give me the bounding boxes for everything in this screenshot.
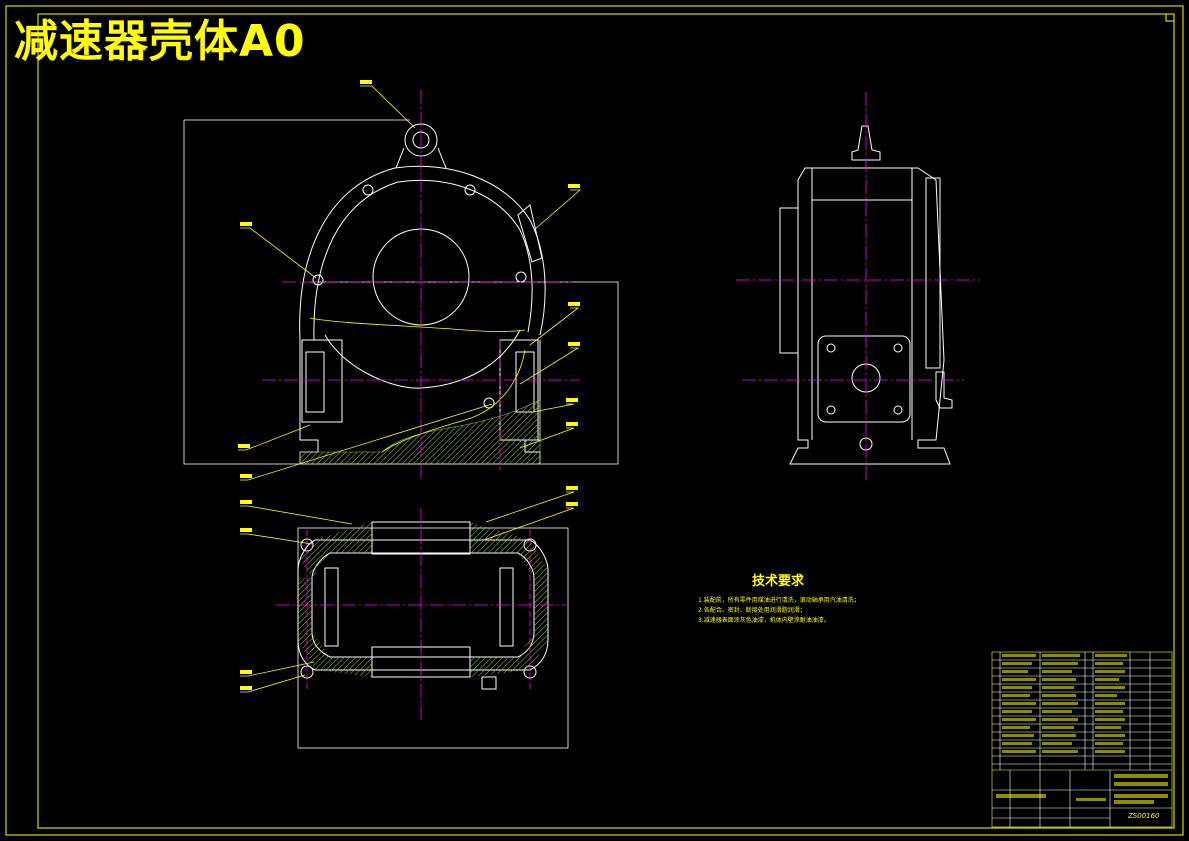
dimension-box [183, 120, 619, 465]
inner-frame [37, 13, 1175, 829]
side-bolt [826, 405, 836, 415]
side-boss-left [779, 207, 799, 354]
cover-bolt [464, 184, 476, 196]
gear-arc [324, 329, 521, 389]
lifting-eye-neck [395, 147, 447, 169]
plan-drain [481, 676, 497, 690]
drawing-title: 减速器壳体A0 [14, 16, 306, 67]
front-hatch-cover-joint [309, 317, 526, 332]
center-lines [262, 90, 980, 720]
cover-bolt [515, 271, 527, 283]
technical-requirements-title: 技术要求 [752, 574, 805, 589]
plan-outer-wall [297, 539, 549, 671]
leader-balloons [238, 80, 580, 690]
front-hatch-base [299, 399, 541, 465]
inspection-cover [517, 204, 543, 263]
plan-hatch-top [300, 522, 372, 578]
drawing-number: ZS00160 [1128, 812, 1160, 820]
side-view [779, 125, 953, 465]
plan-hatch-walls [298, 570, 548, 640]
side-flange-right [925, 177, 941, 369]
left-flange [301, 339, 343, 423]
leader-lines [238, 85, 582, 693]
cover-inner-arc [313, 179, 533, 341]
title-block [991, 651, 1173, 828]
corner-mark [1165, 13, 1175, 22]
side-oil-gauge [935, 371, 953, 409]
side-foot-pad [817, 335, 911, 423]
front-hatch-section-line [381, 349, 526, 453]
technical-note: 2.各配合、密封、联接处用润滑脂润滑； [698, 607, 806, 614]
cover-outline [299, 165, 546, 341]
front-view [183, 119, 619, 465]
side-bolt [893, 405, 903, 415]
technical-note: 3.减速器表面涂灰色油漆，机体内壁涂耐油油漆。 [698, 617, 830, 624]
cover-bolt [312, 274, 324, 286]
title-block-fill [996, 654, 1168, 804]
plan-hatch-bottom [298, 632, 548, 677]
drain-plug [483, 397, 495, 409]
plan-bearing-right [499, 567, 514, 647]
side-bolt [826, 343, 836, 353]
sight-window-right [515, 351, 535, 413]
sight-window-left [305, 351, 325, 413]
outer-frame [5, 5, 1184, 836]
cover-bolt [362, 184, 374, 196]
side-bolt [893, 343, 903, 353]
side-breather [851, 125, 881, 161]
plan-hatch-top-right [470, 522, 548, 578]
technical-note: 1.装配前，所有零件用煤油进行清洗，滚动轴承用汽油清洗； [698, 597, 860, 604]
plan-bearing-left [324, 567, 339, 647]
